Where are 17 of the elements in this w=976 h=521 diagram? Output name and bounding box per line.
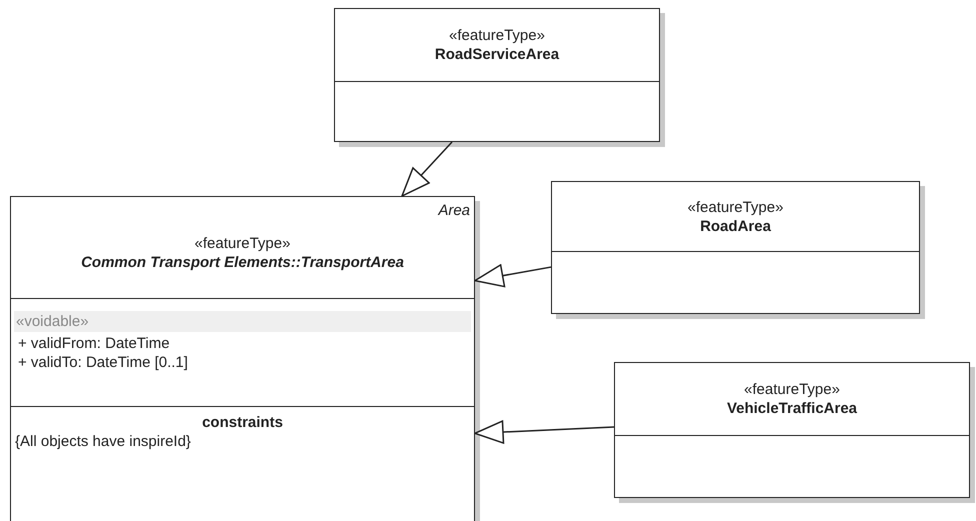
constraint-text: {All objects have inspireId} [15,432,192,451]
attribute-text: + validTo: DateTime [0..1] [17,353,189,372]
stereotype-label: «voidable» [14,311,471,332]
stereotype-label: «featureType» [448,26,546,45]
stereotype-label: «featureType» [743,380,841,399]
generalization-arrow [474,264,552,288]
stereotype-label: «featureType» [194,234,292,253]
generalization-arrow [401,142,453,197]
abstract-tag: Area [15,201,470,220]
class-name: RoadArea [699,216,772,236]
compartment-title: constraints [201,413,284,432]
class-name: Common Transport Elements::TransportArea [80,253,405,272]
generalization-arrow [474,420,614,444]
class-name: VehicleTrafficArea [726,399,858,418]
attribute-text: + validFrom: DateTime [17,334,171,353]
stereotype-label: «featureType» [686,198,784,216]
class-name: RoadServiceArea [434,45,560,64]
